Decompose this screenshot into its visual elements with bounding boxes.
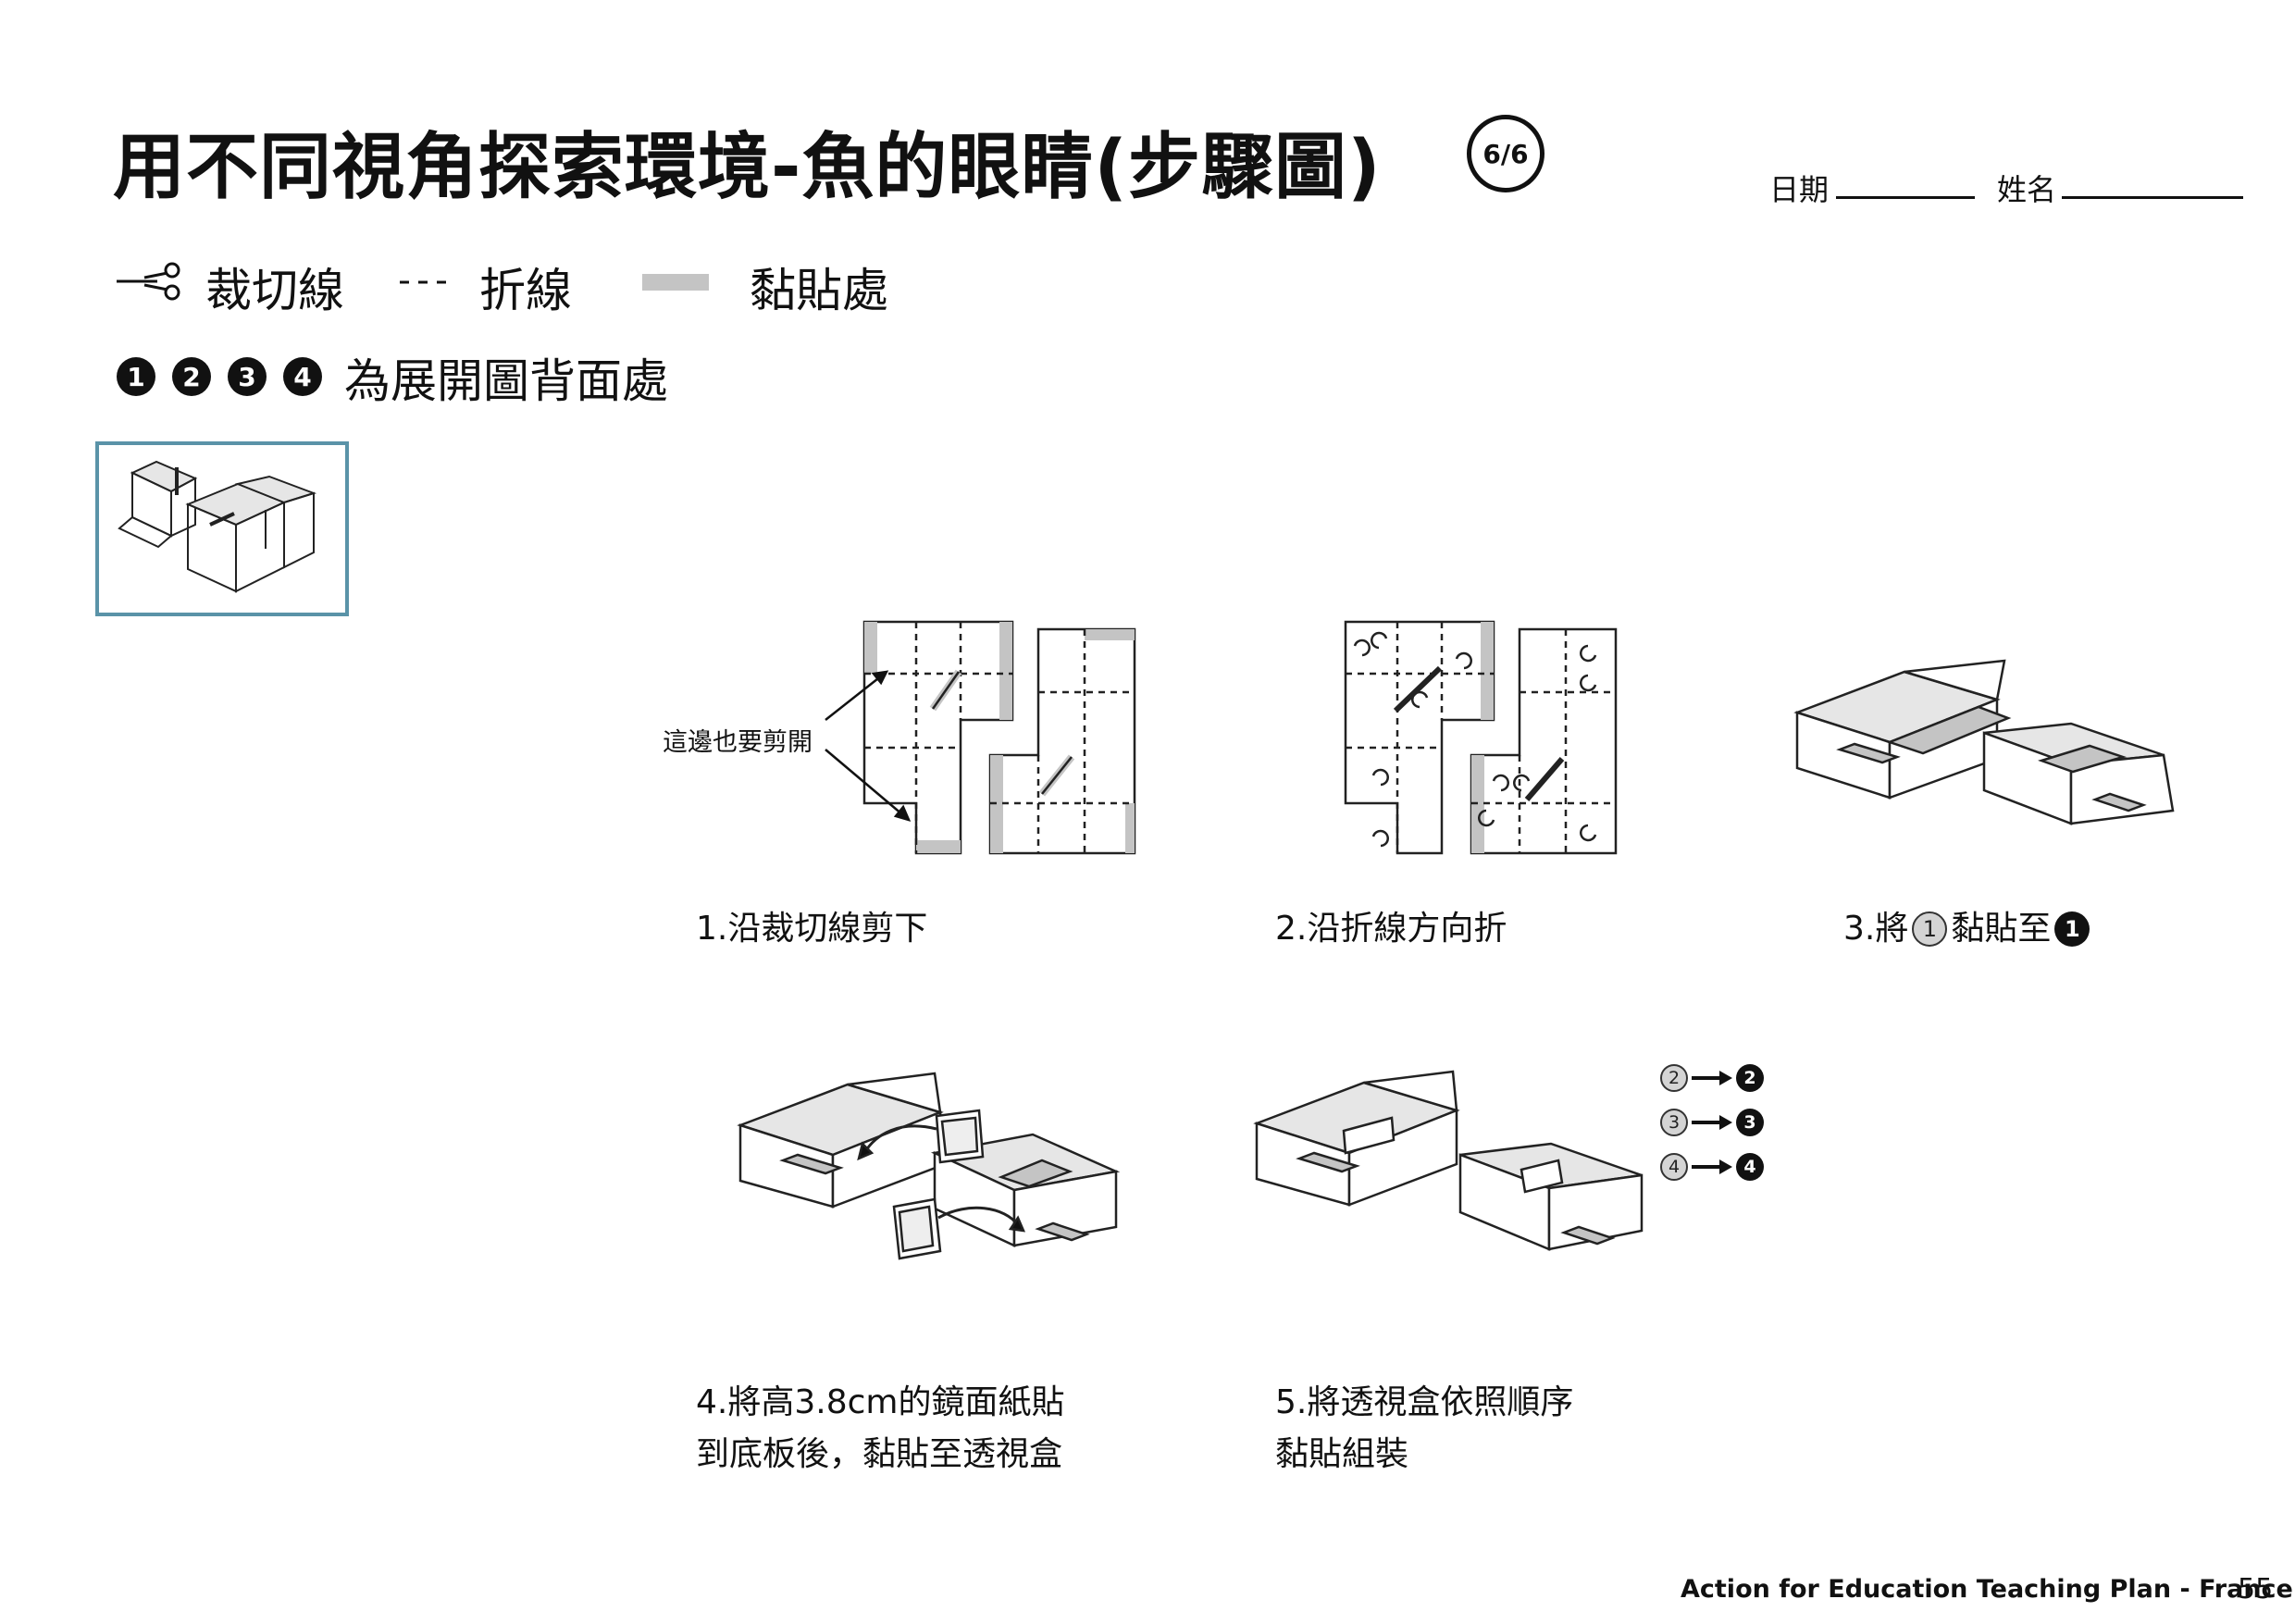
arrow-right-icon (1692, 1159, 1732, 1174)
step3-to-number: 1 (2054, 911, 2090, 947)
step1-cut-net-illustration (862, 620, 1136, 855)
cut-line-label: 裁切線 (205, 264, 344, 317)
footer-text: Action for Education Teaching Plan - Fra… (1681, 1575, 2293, 1604)
order-from-number: 3 (1660, 1109, 1688, 1136)
date-label: 日期 (1769, 172, 1830, 207)
finished-model-thumbnail (95, 441, 349, 616)
back-number-3: 3 (228, 357, 267, 396)
step4-label-line2: 到底板後，黏貼至透視盒 (696, 1435, 1063, 1473)
step3-middle: 黏貼至 (1951, 910, 2052, 948)
order-from-number: 4 (1660, 1153, 1688, 1181)
assembly-order-row: 2 2 (1660, 1064, 1764, 1092)
step5-assembly-illustration (1253, 1070, 1644, 1251)
name-field[interactable] (2062, 196, 2243, 199)
back-number-2: 2 (172, 357, 211, 396)
arrow-right-icon (1692, 1071, 1732, 1085)
back-number-4: 4 (283, 357, 322, 396)
step1-pointer-arrows (825, 670, 912, 822)
scissors-icon (117, 262, 180, 301)
step5-label-line2: 黏貼組裝 (1275, 1435, 1409, 1473)
step4-label-line1: 4.將高3.8cm的鏡面紙貼 (696, 1383, 1065, 1421)
order-from-number: 2 (1660, 1064, 1688, 1092)
glue-area-label: 黏貼處 (750, 264, 888, 317)
order-to-number: 3 (1736, 1109, 1764, 1136)
step3-glue-illustration (1793, 659, 2175, 825)
assembly-order-row: 3 3 (1660, 1109, 1764, 1136)
fold-line-label: 折線 (479, 264, 572, 317)
name-label: 姓名 (1997, 172, 2057, 207)
step2-fold-net-illustration (1344, 620, 1618, 855)
finished-model-illustration (118, 460, 317, 593)
back-side-label: 為展開圖背面處 (344, 354, 668, 408)
page-badge: 6/6 (1467, 115, 1544, 192)
step2-label: 2.沿折線方向折 (1275, 910, 1507, 948)
step1-cut-note: 這邊也要剪開 (663, 728, 813, 757)
page-title: 用不同視角探索環境-魚的眼睛(步驟圖) (113, 126, 1382, 209)
step4-mirror-illustration (737, 1072, 1121, 1260)
back-number-1: 1 (117, 357, 155, 396)
step3-prefix: 3.將 (1843, 910, 1909, 948)
step3-label: 3.將 1 黏貼至 1 (1843, 903, 2093, 955)
step3-from-number: 1 (1912, 911, 1948, 947)
glue-area-swatch (642, 274, 709, 291)
order-to-number: 2 (1736, 1064, 1764, 1092)
step5-label-line1: 5.將透視盒依照順序 (1275, 1383, 1574, 1421)
back-number-list: 1 2 3 4 (117, 357, 322, 396)
page-number: 55 (2238, 1573, 2274, 1605)
assembly-order-row: 4 4 (1660, 1153, 1764, 1181)
step1-label: 1.沿裁切線剪下 (696, 910, 928, 948)
fold-line-icon (400, 280, 453, 284)
arrow-right-icon (1692, 1115, 1732, 1130)
assembly-order-list: 2 2 3 3 4 4 (1660, 1064, 1764, 1181)
order-to-number: 4 (1736, 1153, 1764, 1181)
date-field[interactable] (1836, 196, 1975, 199)
